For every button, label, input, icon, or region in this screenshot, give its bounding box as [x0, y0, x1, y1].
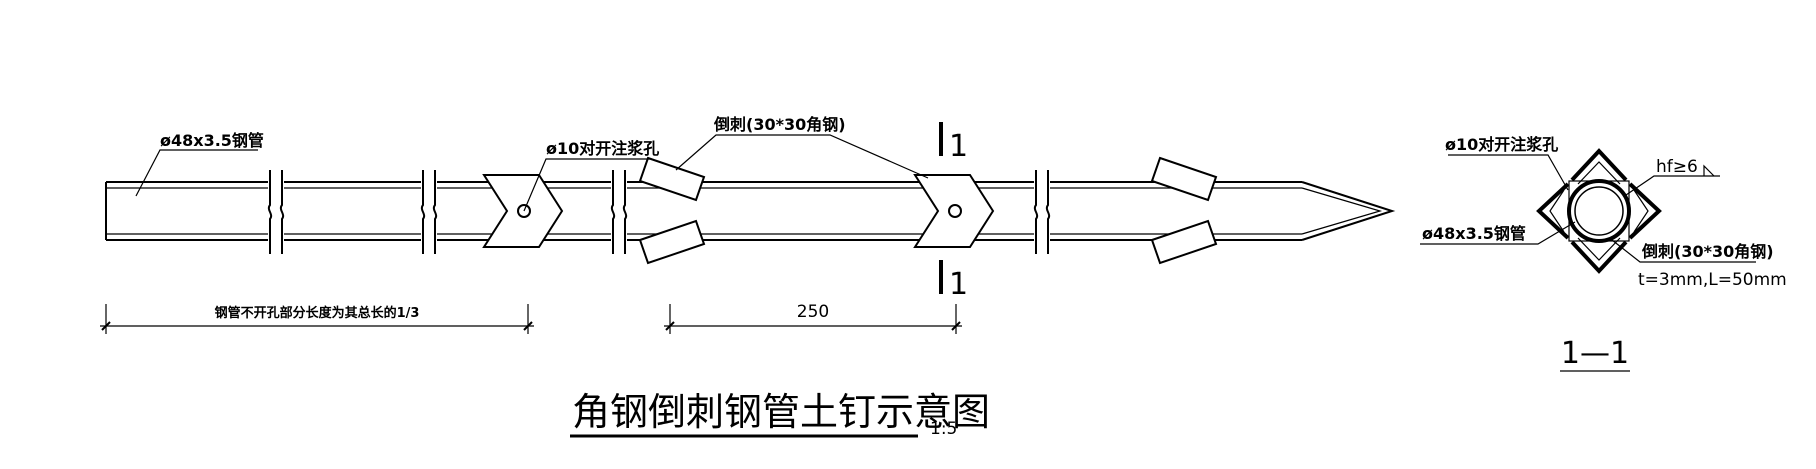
- drawing-scale: 1:5: [930, 419, 957, 439]
- grout-hole: [948, 204, 962, 218]
- break-mark: [1033, 170, 1051, 254]
- break-mark: [610, 170, 628, 254]
- leader-line: [135, 149, 258, 197]
- section-title: 1—1: [1561, 336, 1629, 371]
- leader-line: [1448, 154, 1569, 191]
- angle-barb: [638, 219, 706, 265]
- weld-symbol: [1703, 164, 1715, 177]
- angle-barb: [1150, 219, 1218, 265]
- section-mark-label: 1: [949, 267, 968, 302]
- chevron-barb: [913, 174, 995, 248]
- pipe-label: ø48x3.5钢管: [160, 131, 264, 150]
- dimension-spacing: [664, 304, 962, 334]
- leader-line: [1625, 175, 1720, 196]
- leader-line: [1611, 239, 1756, 263]
- steel-pipe: [105, 181, 1396, 241]
- angle-barb: [638, 156, 706, 202]
- grout-hole-label: ø10对开注浆孔: [546, 139, 659, 158]
- break-mark: [420, 170, 438, 254]
- section-barb-label: 倒刺(30*30角钢): [1641, 242, 1774, 261]
- dimension-unperforated: [100, 304, 534, 334]
- dimension-unperforated-label: 钢管不开孔部分长度为其总长的1/3: [215, 305, 420, 321]
- barb-label: 倒刺(30*30角钢): [713, 115, 846, 134]
- section-grout-hole-label: ø10对开注浆孔: [1445, 135, 1558, 154]
- leader-line: [675, 134, 929, 179]
- section-mark-label: 1: [949, 129, 968, 164]
- angle-barb: [1150, 156, 1218, 202]
- section-pipe-label: ø48x3.5钢管: [1422, 224, 1526, 243]
- drawing-title: 角钢倒刺钢管土钉示意图: [572, 390, 990, 434]
- barb-spec-label: t=3mm,L=50mm: [1638, 270, 1787, 290]
- leader-line: [1420, 221, 1576, 245]
- section-1-1: [1536, 148, 1662, 274]
- break-mark: [267, 170, 285, 254]
- chevron-barb: [482, 174, 564, 248]
- leader-line: [523, 158, 650, 212]
- dimension-spacing-label: 250: [797, 302, 829, 322]
- weld-label: hf≥6: [1656, 157, 1698, 177]
